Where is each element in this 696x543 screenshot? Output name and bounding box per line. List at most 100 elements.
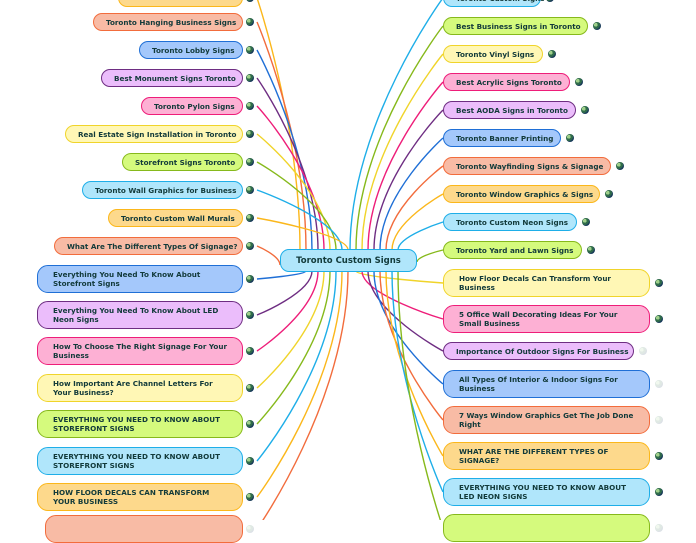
topic-node[interactable]: HOW FLOOR DECALS CAN TRANSFORM YOUR BUSI… xyxy=(37,483,243,511)
globe-link-icon[interactable] xyxy=(246,311,254,319)
globe-link-icon[interactable] xyxy=(548,50,556,58)
topic-node[interactable]: EVERYTHING YOU NEED TO KNOW ABOUT STOREF… xyxy=(37,447,243,475)
globe-link-icon[interactable] xyxy=(246,242,254,250)
topic-node[interactable]: Best Acrylic Signs Toronto xyxy=(443,73,570,91)
connector-line xyxy=(355,25,444,251)
globe-link-icon[interactable] xyxy=(655,452,663,460)
topic-node[interactable]: Toronto Banner Printing xyxy=(443,129,561,147)
connector-line xyxy=(256,77,319,251)
topic-node[interactable]: How To Choose The Right Signage For Your… xyxy=(37,337,243,365)
connector-line xyxy=(367,270,444,352)
connector-line xyxy=(391,270,444,493)
central-topic[interactable]: Toronto Custom Signs xyxy=(280,249,417,272)
globe-link-icon[interactable] xyxy=(639,347,647,355)
connector-line xyxy=(355,270,444,284)
topic-node[interactable]: Importance Of Outdoor Signs For Business xyxy=(443,342,634,360)
topic-node[interactable]: Toronto Wayfinding Signs & Signage xyxy=(443,157,611,175)
globe-link-icon[interactable] xyxy=(246,420,254,428)
topic-node[interactable]: Everything You Need To Know About LED Ne… xyxy=(37,301,243,329)
connector-line xyxy=(367,81,444,251)
connector-line xyxy=(361,53,444,251)
globe-link-icon[interactable] xyxy=(246,46,254,54)
topic-node[interactable] xyxy=(45,515,243,543)
globe-link-icon[interactable] xyxy=(546,0,554,2)
globe-link-icon[interactable] xyxy=(246,0,254,2)
topic-node[interactable]: EVERYTHING YOU NEED TO KNOW ABOUT STOREF… xyxy=(37,410,243,438)
globe-link-icon[interactable] xyxy=(246,384,254,392)
globe-link-icon[interactable] xyxy=(246,18,254,26)
globe-link-icon[interactable] xyxy=(655,315,663,323)
topic-node[interactable]: Best AODA Signs in Toronto xyxy=(443,101,576,119)
topic-node[interactable]: Toronto Custom Wall Murals xyxy=(108,209,243,227)
connector-line xyxy=(262,270,349,520)
topic-node[interactable]: Toronto Window Graphics & Signs xyxy=(443,185,600,203)
connector-line xyxy=(373,270,444,385)
connector-line xyxy=(379,270,444,421)
globe-link-icon[interactable] xyxy=(246,525,254,533)
connector-line xyxy=(256,49,313,251)
topic-node[interactable] xyxy=(118,0,243,7)
topic-node[interactable]: How Floor Decals Can Transform Your Busi… xyxy=(443,269,650,297)
globe-link-icon[interactable] xyxy=(246,493,254,501)
topic-node[interactable]: WHAT ARE THE DIFFERENT TYPES OF SIGNAGE? xyxy=(443,442,650,470)
connector-line xyxy=(256,270,307,280)
globe-link-icon[interactable] xyxy=(605,190,613,198)
connector-line xyxy=(349,0,443,251)
globe-link-icon[interactable] xyxy=(593,22,601,30)
connector-line xyxy=(256,245,281,266)
globe-link-icon[interactable] xyxy=(246,457,254,465)
globe-link-icon[interactable] xyxy=(246,74,254,82)
connector-line xyxy=(379,137,444,251)
topic-node[interactable]: 5 Office Wall Decorating Ideas For Your … xyxy=(443,305,650,333)
globe-link-icon[interactable] xyxy=(246,186,254,194)
connector-line xyxy=(397,270,442,520)
topic-node[interactable]: Everything You Need To Know About Storef… xyxy=(37,265,243,293)
globe-link-icon[interactable] xyxy=(655,279,663,287)
connector-line xyxy=(256,105,325,251)
globe-link-icon[interactable] xyxy=(246,214,254,222)
globe-link-icon[interactable] xyxy=(246,347,254,355)
topic-node[interactable]: EVERYTHING YOU NEED TO KNOW ABOUT LED NE… xyxy=(443,478,650,506)
globe-link-icon[interactable] xyxy=(246,130,254,138)
globe-link-icon[interactable] xyxy=(655,416,663,424)
topic-node[interactable]: Toronto Wall Graphics for Business xyxy=(82,181,243,199)
topic-node[interactable]: Toronto Hanging Business Signs xyxy=(93,13,243,31)
connector-line xyxy=(385,270,444,457)
globe-link-icon[interactable] xyxy=(616,162,624,170)
topic-node[interactable]: Best Business Signs in Toronto xyxy=(443,17,588,35)
connector-line xyxy=(373,109,444,251)
topic-node[interactable]: Toronto Lobby Signs xyxy=(139,41,243,59)
topic-node[interactable]: 7 Ways Window Graphics Get The Job Done … xyxy=(443,406,650,434)
globe-link-icon[interactable] xyxy=(575,78,583,86)
topic-node[interactable]: Storefront Signs Toronto xyxy=(122,153,243,171)
connector-line xyxy=(256,161,337,251)
topic-node[interactable]: Real Estate Sign Installation in Toronto xyxy=(65,125,243,143)
topic-node[interactable]: Toronto Custom Neon Signs xyxy=(443,213,577,231)
connector-line xyxy=(256,270,343,498)
topic-node[interactable]: Toronto Yard and Lawn Signs xyxy=(443,241,582,259)
connector-line xyxy=(361,270,444,320)
globe-link-icon[interactable] xyxy=(655,380,663,388)
topic-node[interactable]: What Are The Different Types Of Signage? xyxy=(54,237,243,255)
connector-line xyxy=(256,133,331,251)
globe-link-icon[interactable] xyxy=(566,134,574,142)
connector-line xyxy=(397,221,444,251)
globe-link-icon[interactable] xyxy=(655,488,663,496)
globe-link-icon[interactable] xyxy=(246,102,254,110)
connector-line xyxy=(256,270,319,352)
topic-node[interactable]: All Types Of Interior & Indoor Signs For… xyxy=(443,370,650,398)
topic-node[interactable]: How Important Are Channel Letters For Yo… xyxy=(37,374,243,402)
globe-link-icon[interactable] xyxy=(655,524,663,532)
globe-link-icon[interactable] xyxy=(587,246,595,254)
topic-node[interactable]: Toronto Pylon Signs xyxy=(141,97,243,115)
topic-node[interactable] xyxy=(443,514,650,542)
globe-link-icon[interactable] xyxy=(582,218,590,226)
globe-link-icon[interactable] xyxy=(246,275,254,283)
topic-node[interactable]: Best Monument Signs Toronto xyxy=(101,69,243,87)
connector-line xyxy=(256,270,325,389)
globe-link-icon[interactable] xyxy=(246,158,254,166)
globe-link-icon[interactable] xyxy=(581,106,589,114)
topic-node[interactable]: Toronto Custom Signs xyxy=(443,0,545,7)
topic-node[interactable]: Toronto Vinyl Signs xyxy=(443,45,543,63)
connector-line xyxy=(256,21,307,251)
